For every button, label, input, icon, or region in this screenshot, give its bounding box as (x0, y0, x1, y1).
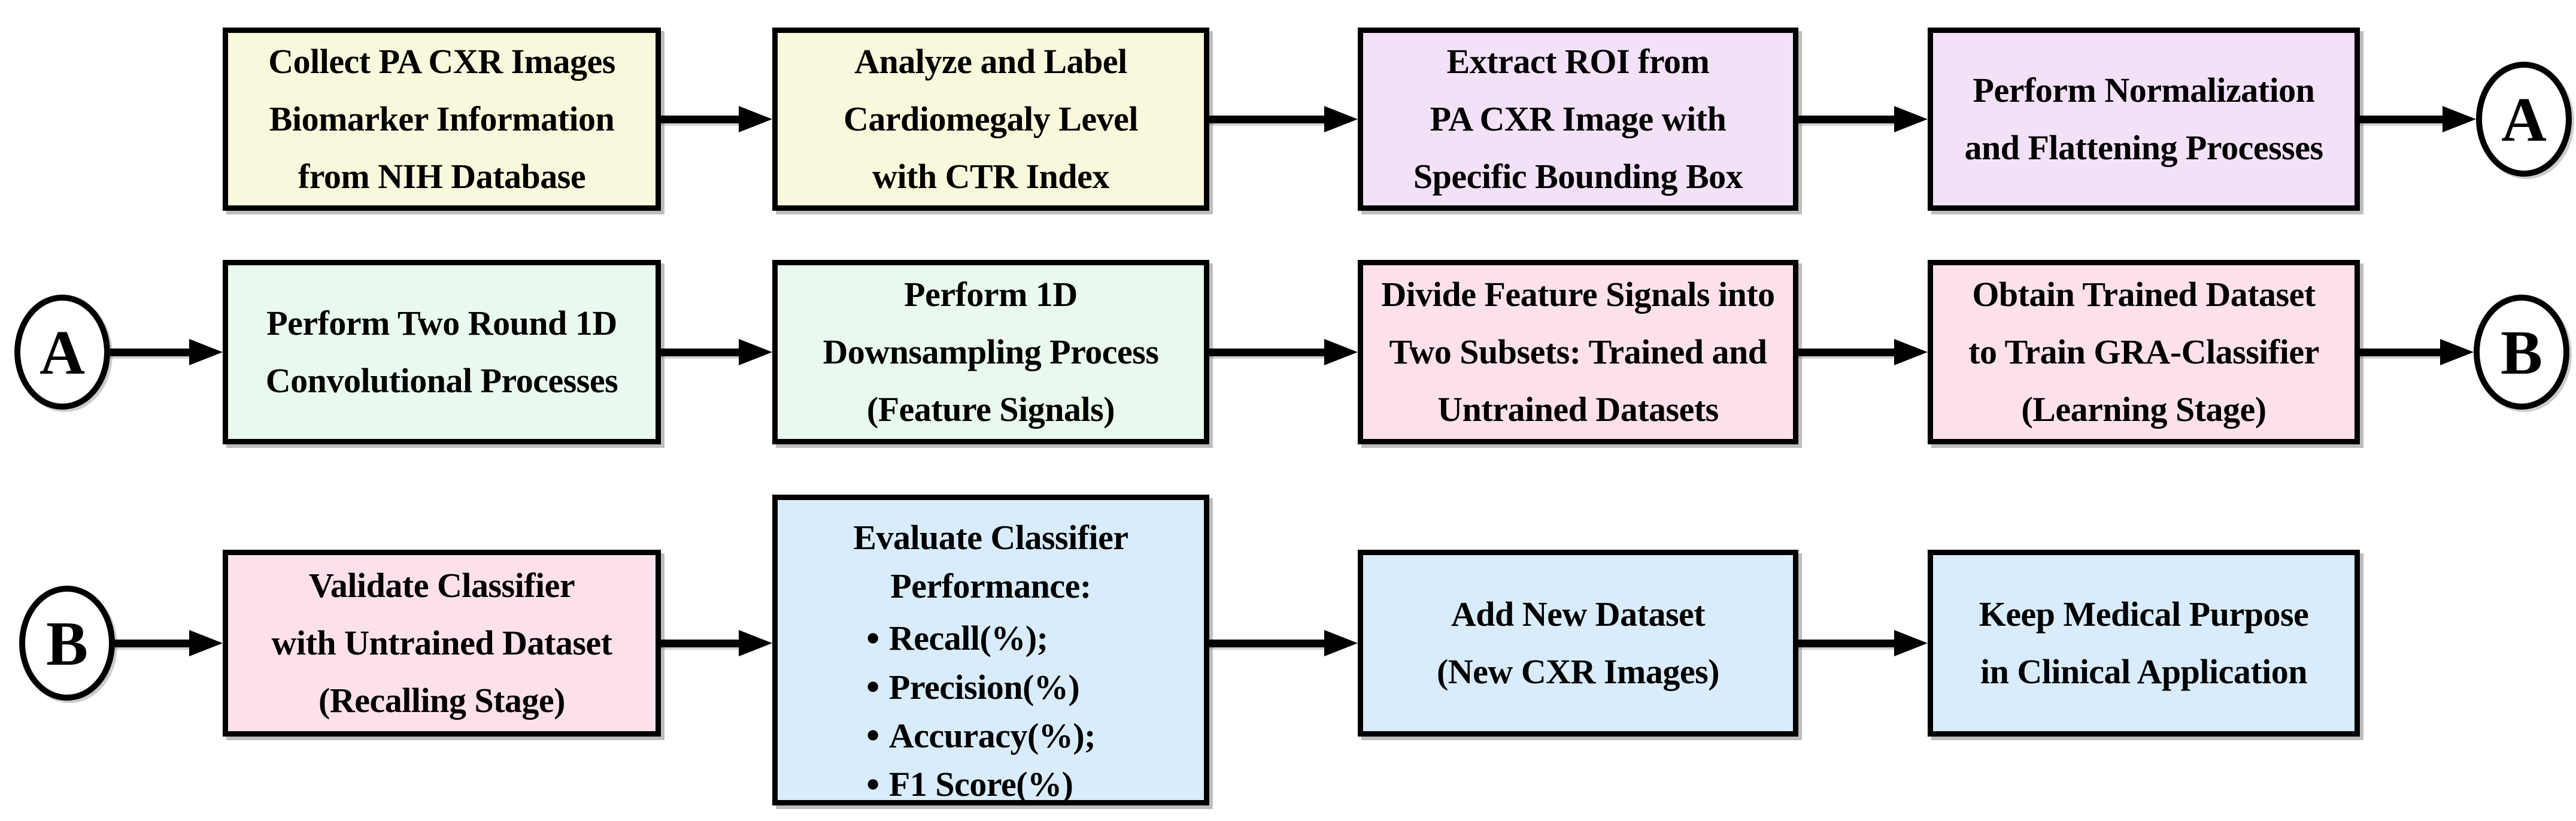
flow-step-label: Perform Two Round 1D Convolutional Proce… (265, 304, 618, 400)
flow-step-add-dataset: Add New Dataset (New CXR Images) (1358, 550, 1798, 737)
flow-step-label-ctr: Analyze and Label Cardiomegaly Level wit… (772, 28, 1209, 211)
arrowhead-icon (189, 630, 223, 656)
flow-step-label: Divide Feature Signals into Two Subsets:… (1381, 275, 1775, 429)
metric-label: Accuracy(%); (888, 716, 1096, 755)
flow-arrow (1798, 106, 1928, 132)
flow-step-label: Extract ROI from PA CXR Image with Speci… (1413, 42, 1743, 196)
flow-arrow (110, 339, 223, 365)
metric-label: Recall(%); (888, 619, 1048, 658)
flow-step-extract-roi: Extract ROI from PA CXR Image with Speci… (1358, 28, 1798, 211)
flow-step-train-classifier: Obtain Trained Dataset to Train GRA-Clas… (1928, 260, 2360, 444)
connector-a-in: A (14, 295, 110, 410)
flow-arrow (661, 339, 772, 365)
arrow-shaft (2360, 348, 2440, 356)
flow-arrow (661, 106, 772, 132)
flow-arrow (2360, 339, 2474, 365)
arrow-shaft (1798, 115, 1894, 123)
arrowhead-icon (1324, 630, 1358, 656)
metric-item: • Recall(%); (866, 614, 1204, 662)
arrow-shaft (1209, 115, 1324, 123)
flow-step-downsample: Perform 1D Downsampling Process (Feature… (772, 260, 1209, 444)
flow-step-split-datasets: Divide Feature Signals into Two Subsets:… (1358, 260, 1798, 444)
arrow-shaft (661, 639, 739, 647)
arrowhead-icon (1324, 106, 1358, 132)
flow-arrow (1798, 339, 1928, 365)
arrowhead-icon (1324, 339, 1358, 365)
flow-step-label: Obtain Trained Dataset to Train GRA-Clas… (1968, 275, 2319, 429)
bullet-icon: • (866, 665, 879, 708)
arrow-shaft (661, 348, 739, 356)
metric-label: Precision(%) (888, 667, 1080, 707)
flow-step-label: Add New Dataset (New CXR Images) (1436, 595, 1720, 691)
metric-item: • Precision(%) (866, 663, 1204, 711)
arrow-shaft (1209, 348, 1324, 356)
flow-step-label: Perform 1D Downsampling Process (Feature… (823, 275, 1159, 429)
arrow-shaft (661, 115, 739, 123)
flow-arrow (661, 630, 772, 656)
flow-step-validate: Validate Classifier with Untrained Datas… (223, 550, 661, 737)
metric-item: • Accuracy(%); (866, 711, 1204, 760)
flow-step-label: Keep Medical Purpose in Clinical Applica… (1979, 595, 2309, 691)
arrow-shaft (2360, 115, 2443, 123)
arrow-shaft (1798, 348, 1894, 356)
arrow-shaft (1798, 639, 1894, 647)
flow-arrow (1209, 106, 1358, 132)
arrowhead-icon (1894, 339, 1928, 365)
bullet-icon: • (866, 714, 879, 757)
flow-step-collect-cxr: Collect PA CXR Images Biomarker Informat… (223, 28, 661, 211)
flow-step-label: Validate Classifier with Untrained Datas… (271, 566, 612, 720)
connector-b-in: B (19, 586, 115, 701)
arrowhead-icon (739, 630, 772, 656)
bullet-icon: • (866, 616, 879, 659)
flow-step-label: Collect PA CXR Images Biomarker Informat… (268, 42, 615, 196)
metric-item: • F1 Score(%) (866, 760, 1204, 808)
bullet-icon: • (866, 762, 879, 805)
arrowhead-icon (1894, 630, 1928, 656)
flow-arrow (1798, 630, 1928, 656)
flow-arrow (2360, 106, 2476, 132)
arrowhead-icon (189, 339, 223, 365)
flow-step-label: Perform Normalization and Flattening Pro… (1964, 71, 2323, 167)
connector-a-out: A (2476, 62, 2572, 177)
flow-step-label: Analyze and Label Cardiomegaly Level wit… (844, 42, 1138, 196)
flow-step-normalize-flatten: Perform Normalization and Flattening Pro… (1928, 28, 2360, 211)
flow-step-clinical-application: Keep Medical Purpose in Clinical Applica… (1928, 550, 2360, 737)
metric-label: F1 Score(%) (888, 764, 1073, 804)
flow-step-conv1d: Perform Two Round 1D Convolutional Proce… (223, 260, 661, 444)
evaluate-heading: Evaluate Classifier Performance: (853, 518, 1128, 606)
evaluate-metric-list: • Recall(%); • Precision(%) • Accuracy(%… (866, 614, 1204, 808)
flow-arrow (1209, 630, 1358, 656)
arrowhead-icon (2440, 339, 2474, 365)
arrow-shaft (115, 639, 189, 647)
flow-step-evaluate-performance: Evaluate Classifier Performance: • Recal… (772, 495, 1209, 805)
arrow-shaft (110, 348, 189, 356)
arrowhead-icon (1894, 106, 1928, 132)
arrowhead-icon (739, 339, 772, 365)
flow-arrow (115, 630, 223, 656)
flow-arrow (1209, 339, 1358, 365)
arrow-shaft (1209, 639, 1324, 647)
connector-b-out: B (2474, 295, 2569, 410)
arrowhead-icon (739, 106, 772, 132)
arrowhead-icon (2443, 106, 2476, 132)
